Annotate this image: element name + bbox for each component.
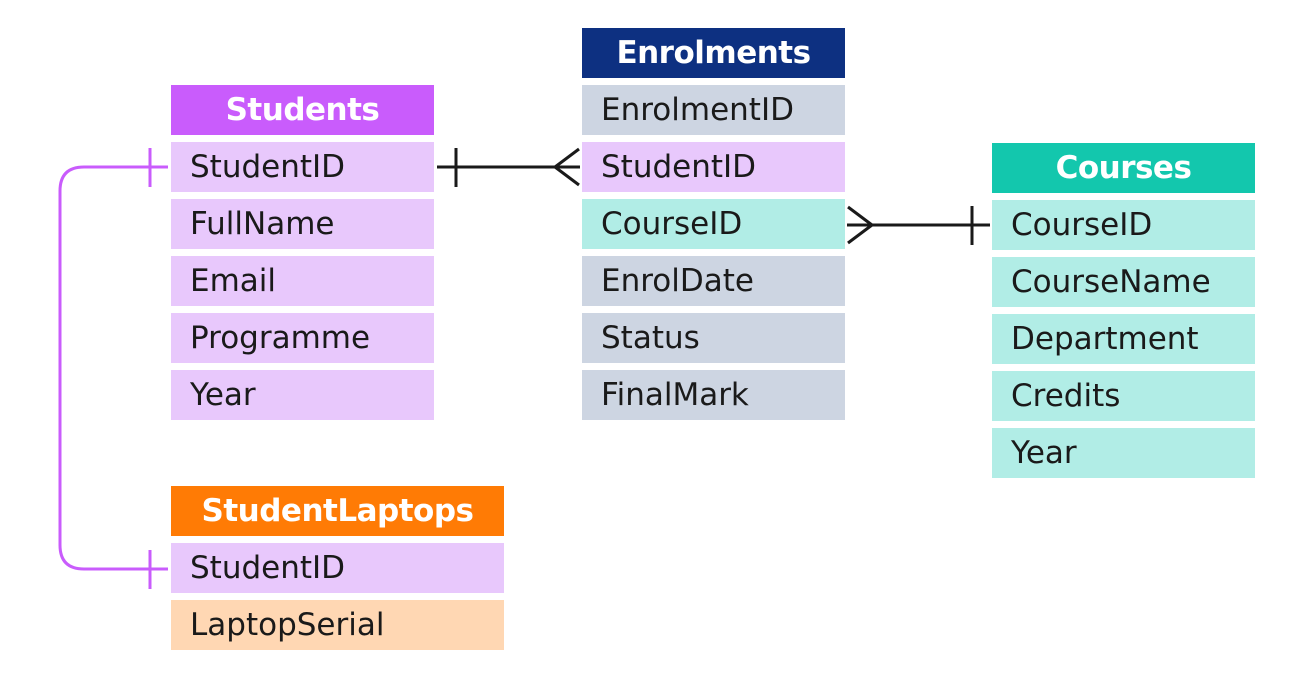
students-field-year: Year [171, 370, 434, 420]
enrolments-field-studentid: StudentID [582, 142, 845, 192]
students-field-email: Email [171, 256, 434, 306]
laptops-field-studentid: StudentID [171, 543, 504, 593]
courses-field-department: Department [992, 314, 1255, 364]
enrolments-table-header: Enrolments [582, 28, 845, 78]
students-field-studentid: StudentID [171, 142, 434, 192]
enrolments-field-status: Status [582, 313, 845, 363]
courses-field-courseid: CourseID [992, 200, 1255, 250]
enrolments-field-enroldate: EnrolDate [582, 256, 845, 306]
relationship-students-enrolments [437, 147, 580, 187]
students-field-fullname: FullName [171, 199, 434, 249]
enrolments-field-enrolmentid: EnrolmentID [582, 85, 845, 135]
enrolments-field-finalmark: FinalMark [582, 370, 845, 420]
students-table-header: Students [171, 85, 434, 135]
relationship-enrolments-courses [847, 205, 990, 245]
courses-table-header: Courses [992, 143, 1255, 193]
courses-field-credits: Credits [992, 371, 1255, 421]
courses-field-year: Year [992, 428, 1255, 478]
students-field-programme: Programme [171, 313, 434, 363]
laptops-table-header: StudentLaptops [171, 486, 504, 536]
enrolments-field-courseid: CourseID [582, 199, 845, 249]
courses-field-coursename: CourseName [992, 257, 1255, 307]
laptops-field-laptopserial: LaptopSerial [171, 600, 504, 650]
relationship-students-laptops [58, 148, 168, 589]
